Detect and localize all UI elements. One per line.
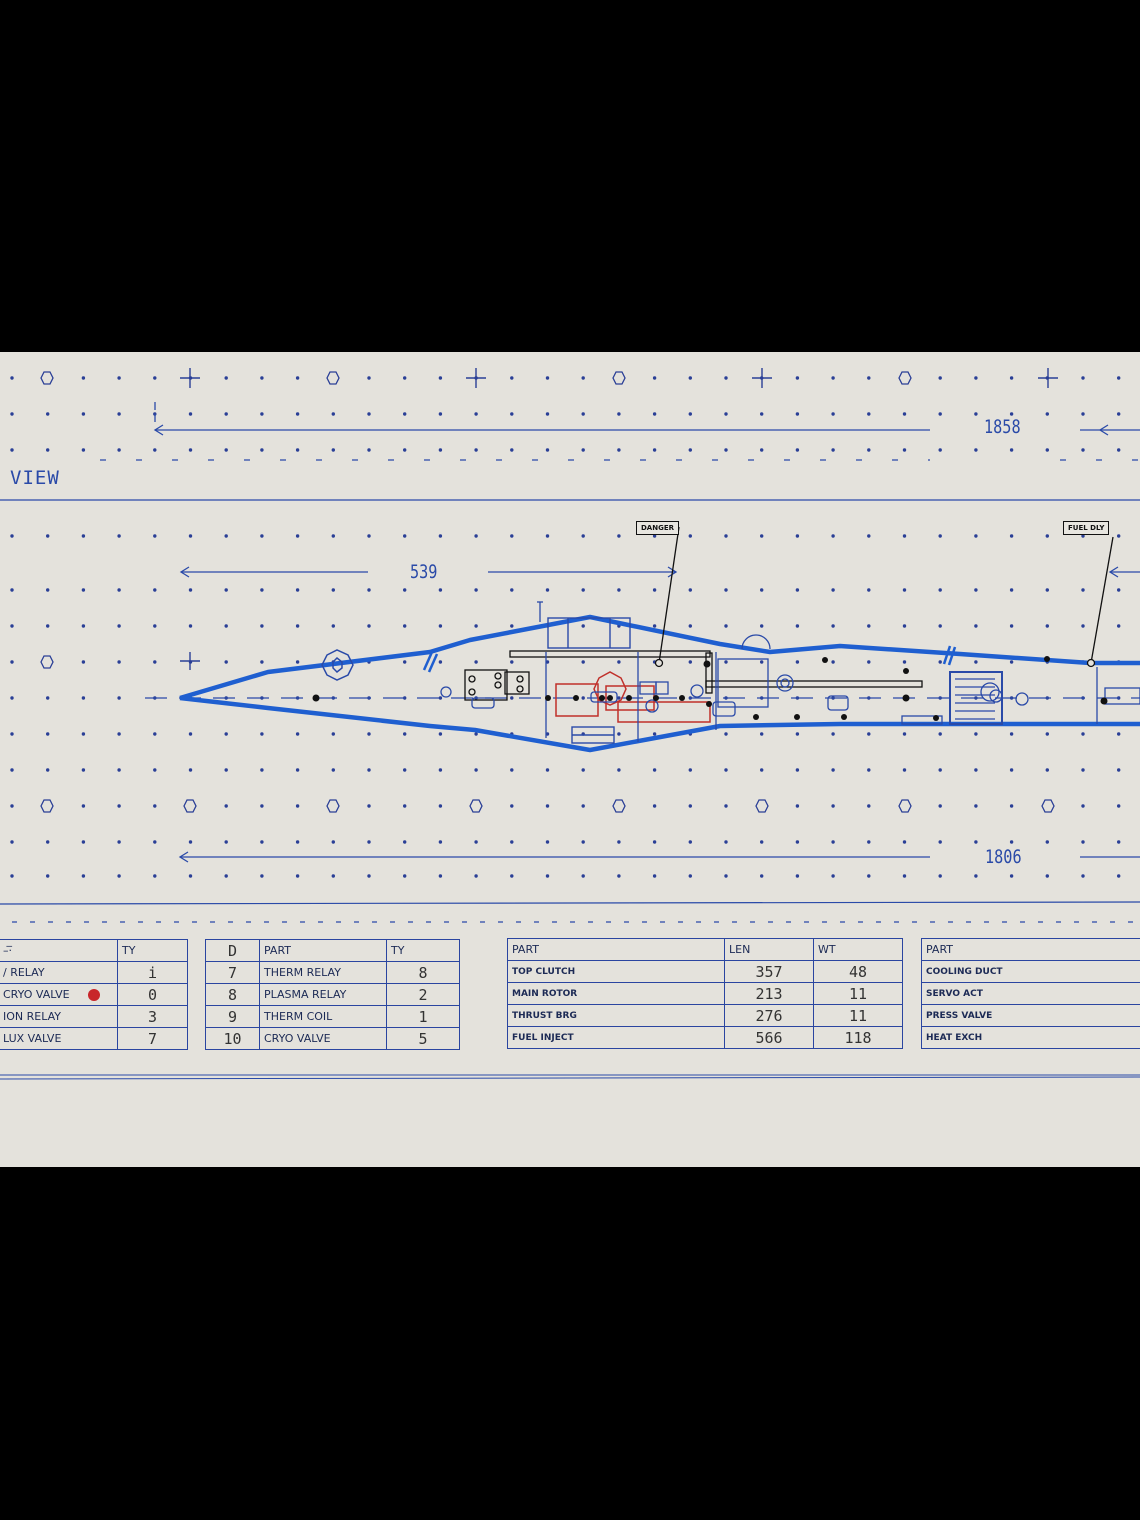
part-cell: FUEL INJECT xyxy=(507,1026,725,1049)
blueprint-drawing xyxy=(0,368,1140,1080)
table-header: WT xyxy=(813,938,903,961)
part-cell: THRUST BRG xyxy=(507,1004,725,1027)
len-cell: 276 xyxy=(724,1004,814,1027)
table-header: LEN xyxy=(724,938,814,961)
table-row: HEAT EXCH xyxy=(921,1026,1140,1049)
ty-cell: 2 xyxy=(386,983,460,1006)
dimension-overall-bottom: 1806 xyxy=(985,846,1022,868)
blue-equipment xyxy=(440,601,1140,742)
wt-cell: 11 xyxy=(813,982,903,1005)
part-cell: HEAT EXCH xyxy=(921,1026,1140,1049)
part-cell: TOP CLUTCH xyxy=(507,960,725,983)
wt-cell: 11 xyxy=(813,1004,903,1027)
ty-cell: i xyxy=(117,961,188,984)
ty-cell: 0 xyxy=(117,983,188,1006)
table-header: PART xyxy=(507,938,725,961)
part-cell: CRYO VALVE xyxy=(0,983,118,1006)
part-cell: CRYO VALVE xyxy=(259,1027,387,1050)
table-row: PRESS VALVE xyxy=(921,1004,1140,1027)
ty-cell: 7 xyxy=(117,1027,188,1050)
divider-line xyxy=(0,901,1140,905)
dimension-section: 539 xyxy=(410,561,438,583)
divider-line xyxy=(0,1076,1140,1080)
table-header: D xyxy=(205,939,260,962)
fastener-dots xyxy=(312,656,1108,721)
ty-cell: 1 xyxy=(386,1005,460,1028)
dimension-overall-top: 1858 xyxy=(984,416,1021,438)
len-cell: 357 xyxy=(724,960,814,983)
part-cell: MAIN ROTOR xyxy=(507,982,725,1005)
part-cell: / RELAY xyxy=(0,961,118,984)
table-header: PART xyxy=(259,939,387,962)
view-label: VIEW xyxy=(10,467,60,489)
ty-cell: 8 xyxy=(386,961,460,984)
top-dot-grid xyxy=(0,374,1140,378)
len-cell: 213 xyxy=(724,982,814,1005)
black-equipment xyxy=(464,526,1114,701)
table-header-row: –·̅TY xyxy=(0,939,188,962)
len-cell: 566 xyxy=(724,1026,814,1049)
part-cell: SERVO ACT xyxy=(921,982,1140,1005)
table-row: COOLING DUCT xyxy=(921,960,1140,983)
part-cell: COOLING DUCT xyxy=(921,960,1140,983)
blueprint-sheet: VIEW 1858 539 1806 DANGER FUEL DLY –·̅TY… xyxy=(0,352,1140,1167)
red-equipment xyxy=(555,671,711,723)
table-header: PART xyxy=(921,938,1140,961)
parts-table-4: PART COOLING DUCT SERVO ACT PRESS VALVE … xyxy=(921,938,1140,1049)
red-marker-icon xyxy=(87,989,100,1001)
table-header: TY xyxy=(117,939,188,962)
callout-fuel-dly: FUEL DLY xyxy=(1063,521,1110,535)
id-cell: 7 xyxy=(205,961,260,984)
part-cell: PLASMA RELAY xyxy=(259,983,387,1006)
id-cell: 8 xyxy=(205,983,260,1006)
id-cell: 10 xyxy=(205,1027,260,1050)
callout-danger: DANGER xyxy=(636,521,680,535)
part-cell: PRESS VALVE xyxy=(921,1004,1140,1027)
part-cell: ION RELAY xyxy=(0,1005,118,1028)
ty-cell: 3 xyxy=(117,1005,188,1028)
vessel-hull xyxy=(179,614,1140,753)
table-header-row: PART xyxy=(921,938,1140,961)
table-header: –·̅ xyxy=(0,939,118,962)
wt-cell: 118 xyxy=(813,1026,903,1049)
break-marks xyxy=(422,645,957,673)
id-cell: 9 xyxy=(205,1005,260,1028)
part-cell: LUX VALVE xyxy=(0,1027,118,1050)
part-cell: THERM COIL xyxy=(259,1005,387,1028)
ty-cell: 5 xyxy=(386,1027,460,1050)
wt-cell: 48 xyxy=(813,960,903,983)
table-row: SERVO ACT xyxy=(921,982,1140,1005)
table-header: TY xyxy=(386,939,460,962)
part-cell: THERM RELAY xyxy=(259,961,387,984)
registration-crosses xyxy=(180,368,1058,670)
hex-bolt xyxy=(321,649,354,681)
top-hatch xyxy=(547,617,631,744)
